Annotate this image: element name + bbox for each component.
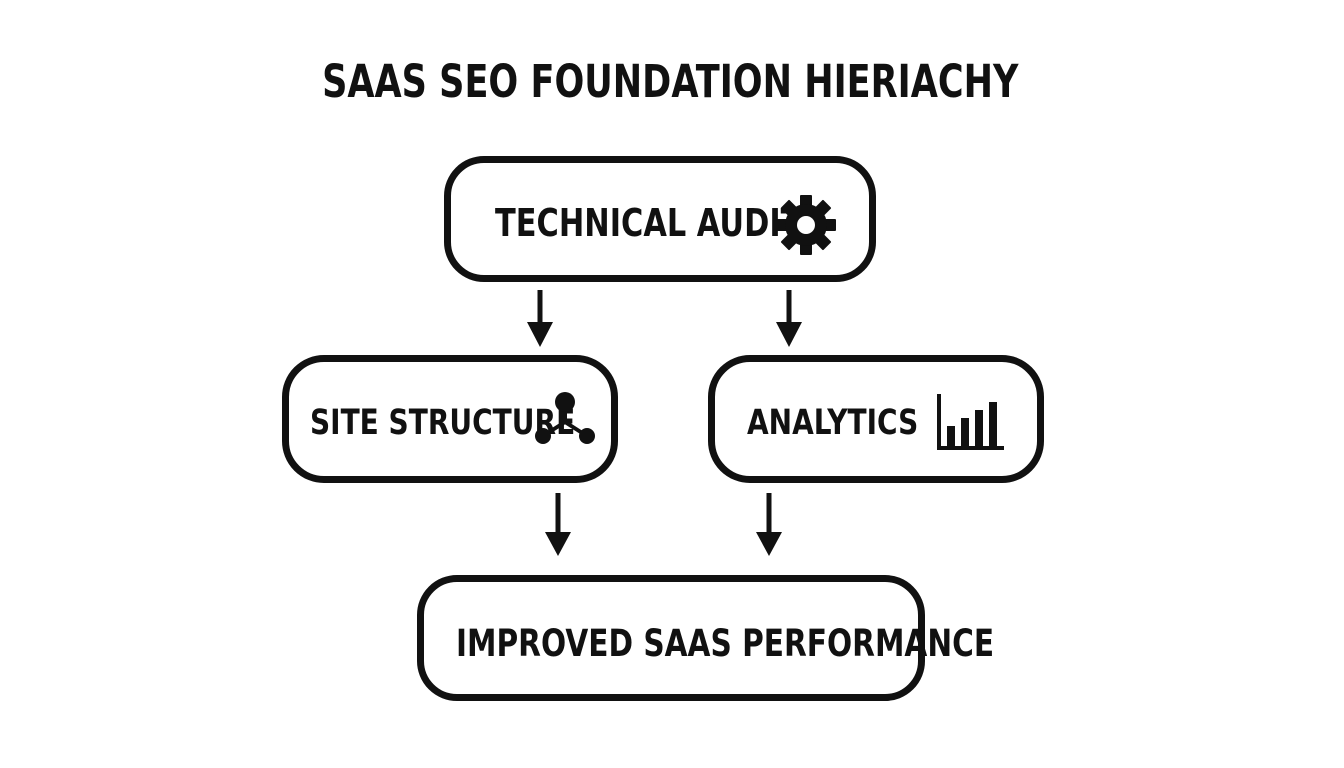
technical-audit-label: TECHNICAL AUDIT <box>495 201 802 245</box>
bar-chart-icon <box>937 394 1004 450</box>
arrow-analytics-to-improved <box>756 493 782 556</box>
diagram-title: SAAS SEO FOUNDATION HIERIACHY <box>322 55 1019 108</box>
node-technical-audit: TECHNICAL AUDIT <box>444 156 876 282</box>
arrow-site-to-improved <box>545 493 571 556</box>
node-improved-saas-performance: IMPROVED SAAS PERFORMANCE <box>417 575 994 701</box>
site-structure-label: SITE STRUCTURE <box>310 403 576 443</box>
arrow-technical-to-site <box>527 290 553 347</box>
gear-icon <box>776 195 836 255</box>
improved-performance-label: IMPROVED SAAS PERFORMANCE <box>456 622 995 665</box>
network-icon <box>535 392 595 444</box>
node-analytics: ANALYTICS <box>708 355 1044 483</box>
analytics-label: ANALYTICS <box>747 403 919 443</box>
arrow-technical-to-analytics <box>776 290 802 347</box>
node-site-structure: SITE STRUCTURE <box>282 355 618 483</box>
